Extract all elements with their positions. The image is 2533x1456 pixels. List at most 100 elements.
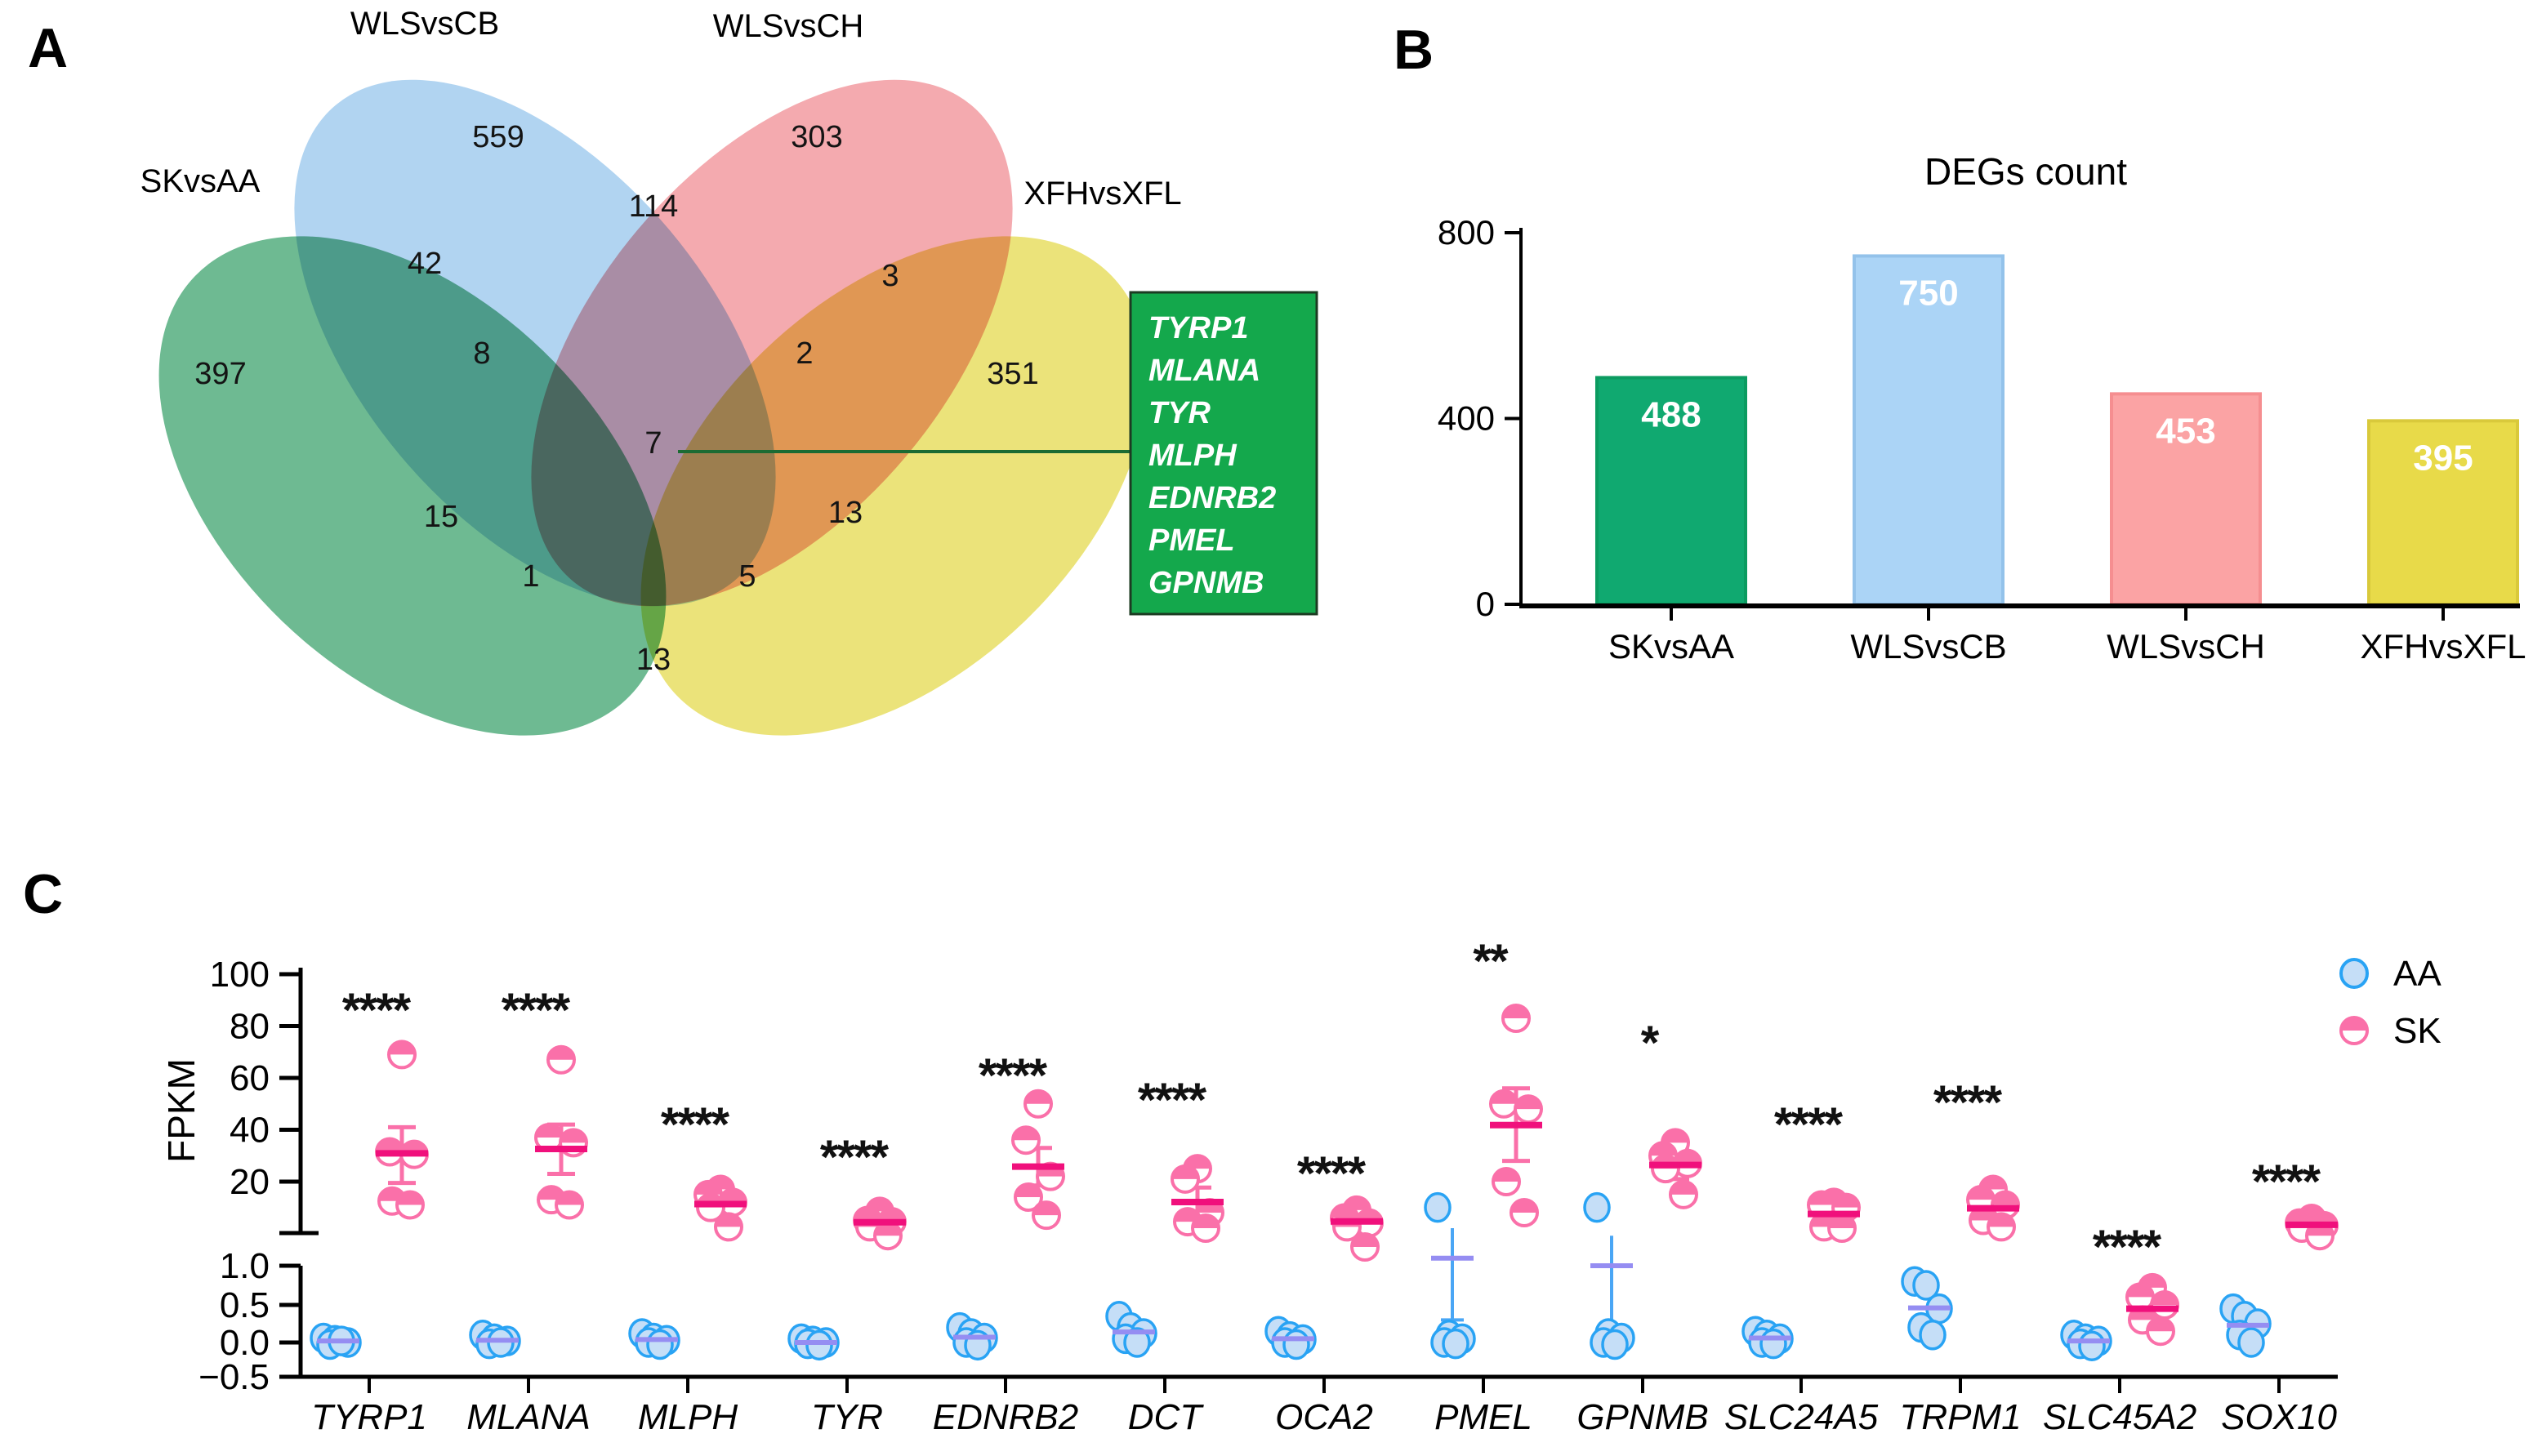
sk-point-top: [1033, 1202, 1059, 1216]
significance-stars: ****: [1138, 1074, 1207, 1127]
significance-stars: ****: [1933, 1076, 2003, 1129]
shared-gene-name: EDNRB2: [1148, 481, 1276, 515]
sk-point-top: [556, 1191, 582, 1205]
bar-chart: 0400800488SKvsAA750WLSvsCB453WLSvsCH395X…: [1438, 213, 2526, 666]
sk-point-top: [1493, 1169, 1519, 1182]
venn-count: 7: [644, 426, 662, 461]
sk-point-top: [1175, 1209, 1201, 1222]
bar-category-label: SKvsAA: [1608, 627, 1734, 666]
sk-point-top: [2152, 1292, 2178, 1305]
venn-set-label-xfhvsxfl: XFHvsXFL: [1023, 176, 1181, 211]
significance-stars: ****: [342, 984, 412, 1037]
sk-point-top: [1675, 1150, 1701, 1164]
venn-count: 13: [828, 496, 863, 530]
significance-stars: ****: [661, 1098, 730, 1151]
sk-point-top: [1172, 1165, 1198, 1179]
significance-stars: *: [1641, 1017, 1660, 1070]
shared-gene-name: TYRP1: [1148, 311, 1248, 345]
bar-chart-title: DEGs count: [1924, 150, 2127, 193]
sk-point-top: [1013, 1127, 1039, 1141]
aa-point: [1424, 1191, 1452, 1223]
shared-genes-box-rect: [1129, 291, 1318, 616]
y-tick-label-lower: −0.5: [198, 1357, 270, 1397]
venn-set-label-skvsaa: SKvsAA: [140, 163, 261, 199]
sk-point-top: [1025, 1090, 1051, 1104]
shared-gene-name: TYR: [1148, 396, 1211, 430]
aa-point: [1919, 1320, 1947, 1351]
aa-point: [1123, 1327, 1151, 1358]
sk-point-top: [1670, 1181, 1697, 1195]
gene-label: MLPH: [638, 1397, 738, 1437]
venn-count: 1: [522, 559, 539, 594]
sk-point-top: [2147, 1318, 2174, 1332]
sk-point-top: [389, 1041, 415, 1055]
sk-point-top: [695, 1181, 721, 1195]
legend: AA SK: [2339, 954, 2442, 1051]
sk-point-top: [1193, 1215, 1219, 1228]
sk-point-top: [1833, 1194, 1859, 1208]
panel-c: C FPKM 100806040201.00.50.0−0.5TYRP1****…: [23, 863, 2442, 1437]
gene-label: SLC24A5: [1724, 1397, 1879, 1437]
aa-point: [805, 1329, 833, 1361]
gene-label: DCT: [1128, 1397, 1205, 1437]
y-tick-label-upper: 60: [230, 1058, 270, 1098]
venn-count: 114: [629, 189, 679, 224]
venn-diagram: [158, 79, 1148, 736]
bar-WLSvsCH: [2110, 392, 2262, 606]
sk-point-top: [1808, 1191, 1835, 1205]
panel-b-label: B: [1394, 19, 1434, 81]
significance-stars: **: [1473, 935, 1509, 988]
panel-a-label: A: [28, 17, 68, 79]
aa-point: [1601, 1329, 1629, 1360]
venn-count: 2: [796, 336, 813, 371]
bar-category-label: WLSvsCH: [2107, 627, 2265, 666]
venn-set-xfhvsxfl: [640, 236, 1148, 736]
shared-gene-name: MLANA: [1148, 354, 1260, 388]
sk-point-top: [1968, 1187, 1994, 1200]
venn-count: 303: [791, 120, 842, 154]
y-tick-label-upper: 20: [230, 1162, 270, 1202]
legend-aa-label: AA: [2393, 954, 2442, 994]
sk-point-top: [1015, 1184, 1041, 1197]
aa-point: [646, 1329, 674, 1360]
y-tick-label-upper: 100: [210, 955, 270, 995]
legend-sk-label: SK: [2393, 1011, 2442, 1051]
significance-stars: ****: [2252, 1155, 2321, 1209]
legend-aa-marker: [2339, 958, 2369, 989]
significance-stars: ****: [1297, 1147, 1367, 1200]
sk-point-top: [1992, 1191, 2018, 1205]
panel-b: B DEGs count 0400800488SKvsAA750WLSvsCB4…: [1394, 19, 2526, 666]
significance-stars: ****: [820, 1131, 890, 1184]
sk-point-top: [397, 1191, 423, 1205]
sk-point-top: [1352, 1234, 1378, 1247]
sk-point-top: [1184, 1155, 1211, 1169]
venn-set-label-wlsvscb: WLSvsCB: [350, 6, 499, 42]
y-tick-label-lower: 0.0: [220, 1323, 270, 1363]
venn-count: 13: [636, 643, 671, 677]
bar-value-label: 395: [2413, 438, 2473, 478]
gene-label: SOX10: [2221, 1397, 2337, 1437]
gene-label: TYRP1: [311, 1397, 427, 1437]
gene-label: OCA2: [1275, 1397, 1373, 1437]
y-tick-label-lower: 1.0: [220, 1246, 270, 1286]
bar-value-label: 453: [2156, 411, 2215, 451]
bar-category-label: XFHvsXFL: [2360, 627, 2526, 666]
aa-point: [1442, 1328, 1469, 1360]
sk-point-top: [2127, 1284, 2153, 1298]
venn-set-wlsvsch: [531, 79, 1013, 607]
sk-point-top: [1650, 1142, 1676, 1156]
aa-point: [2237, 1327, 2265, 1358]
sk-point-top: [720, 1189, 746, 1203]
dot-plot: 100806040201.00.50.0−0.5TYRP1****MLANA**…: [198, 935, 2339, 1437]
gene-label: SLC45A2: [2043, 1397, 2196, 1437]
bar-y-tick-label: 0: [1476, 585, 1495, 623]
bar-value-label: 488: [1641, 394, 1701, 434]
y-tick-label-upper: 40: [230, 1111, 270, 1151]
sk-point-top: [1980, 1176, 2006, 1190]
venn-count: 397: [194, 357, 246, 391]
sk-point-top: [879, 1209, 905, 1222]
venn-count: 3: [881, 259, 899, 293]
